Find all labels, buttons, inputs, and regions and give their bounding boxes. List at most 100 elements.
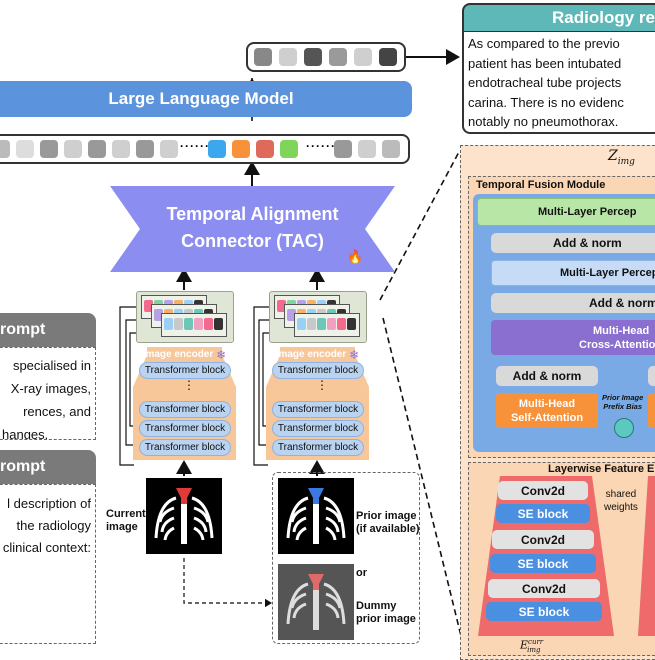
report-line: endotracheal tube projects <box>468 75 622 91</box>
tac-line-2: Connector (TAC) <box>181 231 324 251</box>
feature-token <box>277 300 286 312</box>
input-token <box>382 140 400 158</box>
right-feature-stack <box>269 291 367 343</box>
input-token-row: ······ ······ <box>0 134 410 164</box>
input-token <box>112 140 130 158</box>
add-norm-4-cut <box>648 366 655 386</box>
prior-image-group <box>272 472 420 644</box>
self-attention-block-2-cut <box>648 393 655 428</box>
conv-block-3: Conv2d <box>488 579 600 598</box>
conv-block-2: Conv2d <box>492 530 594 549</box>
input-token <box>160 140 178 158</box>
feature-token <box>194 318 203 330</box>
lfe-title: Layerwise Feature E <box>548 463 655 475</box>
current-xray-image <box>146 478 222 554</box>
output-token-row <box>246 42 406 72</box>
self-attention-block: Multi-Head Self-Attention <box>496 393 598 428</box>
system-prompt-line: X-ray images, <box>10 381 91 396</box>
snowflake-icon: ❄ <box>216 347 227 362</box>
system-prompt-header: rompt <box>0 313 96 347</box>
user-prompt-header: rompt <box>0 450 96 484</box>
or-label: or <box>356 567 367 579</box>
user-prompt-line: l description of <box>7 496 91 511</box>
right-transformer-block-1: Transformer block <box>272 362 364 379</box>
dummy-xray-image <box>278 564 354 640</box>
feature-token <box>204 318 213 330</box>
user-prompt-line: the radiology <box>16 518 91 533</box>
add-norm-1: Add & norm <box>491 233 655 253</box>
left-encoder-title-wrap: Image encoder ❄ <box>133 347 236 362</box>
report-line: As compared to the previo <box>468 36 620 51</box>
report-body: As compared to the previo patient has be… <box>462 32 655 134</box>
right-encoder-title-wrap: Image encoder ❄ <box>266 347 369 362</box>
tac-line-1: Temporal Alignment <box>166 204 339 224</box>
add-norm-3: Add & norm <box>496 366 598 386</box>
user-prompt-title: rompt <box>0 458 46 475</box>
e-img-label: Ecurrimg <box>520 638 544 654</box>
feature-token <box>317 318 326 330</box>
dummy-image-label: Dummy prior image <box>356 600 416 625</box>
feature-token <box>327 318 336 330</box>
feature-token <box>164 318 173 330</box>
feature-token <box>287 309 296 321</box>
system-prompt-line: hanges. <box>2 427 49 440</box>
report-line: carina. There is no evidenc <box>468 94 624 110</box>
add-norm-2: Add & norm <box>491 293 655 313</box>
feature-token <box>184 318 193 330</box>
se-block-1: SE block <box>496 504 590 523</box>
output-token <box>379 48 397 66</box>
report-line: notably no pneumothorax. <box>468 114 619 130</box>
llm-title: Large Language Model <box>108 89 294 108</box>
report-line: patient has been intubated <box>468 55 622 71</box>
prior-image-label: Prior image (if available) <box>356 510 420 535</box>
visual-token <box>280 140 298 158</box>
feature-token <box>154 309 163 321</box>
visual-token <box>256 140 274 158</box>
output-token <box>254 48 272 66</box>
prior-xray-image <box>278 478 354 554</box>
left-transformer-block-2: Transformer block <box>139 401 231 418</box>
user-prompt-body: l description of the radiology clinical … <box>0 484 96 644</box>
current-image-label: Current image <box>106 508 146 533</box>
right-encoder-title: Image encoder <box>275 349 347 360</box>
feature-token <box>214 318 223 330</box>
left-feature-stack <box>136 291 234 343</box>
system-prompt-body: specialised in X-ray images, rences, and… <box>0 347 96 440</box>
input-token <box>40 140 58 158</box>
system-prompt-line: rences, and <box>23 404 91 419</box>
feature-token <box>307 318 316 330</box>
right-ellipsis: ⋮ <box>316 378 328 392</box>
dashed-current-to-dummy <box>183 558 272 608</box>
left-encoder-title: Image encoder <box>142 349 214 360</box>
input-token <box>16 140 34 158</box>
user-prompt-line: clinical context: <box>2 540 91 555</box>
prior-bias-node <box>614 418 634 438</box>
se-block-3: SE block <box>486 602 602 621</box>
system-prompt-line: specialised in <box>12 358 91 373</box>
tac-block <box>110 186 395 272</box>
feature-map-layer <box>161 313 227 337</box>
prior-bias-label: Prior Image Prefix Bias <box>602 393 644 411</box>
right-transformer-block-4: Transformer block <box>272 439 364 456</box>
tac-label: Temporal Alignment Connector (TAC) <box>130 196 375 260</box>
shared-weights-label: shared weights <box>604 489 638 513</box>
feature-token <box>144 300 153 312</box>
conv-block-1: Conv2d <box>498 481 588 500</box>
token-ellipsis: ······ <box>306 139 336 153</box>
se-block-2: SE block <box>490 554 596 573</box>
feature-map-layer <box>294 313 360 337</box>
mlp-block-1: Multi-Layer Percep <box>477 198 655 226</box>
input-token <box>0 140 10 158</box>
right-transformer-block-3: Transformer block <box>272 420 364 437</box>
report-header: Radiology re <box>462 3 655 33</box>
output-token <box>279 48 297 66</box>
z-img-label: Zimg <box>608 148 635 167</box>
output-token <box>354 48 372 66</box>
output-token <box>329 48 347 66</box>
feature-token <box>174 318 183 330</box>
left-ellipsis: ⋮ <box>183 378 195 392</box>
input-token <box>334 140 352 158</box>
system-prompt-title: rompt <box>0 321 46 338</box>
output-token <box>304 48 322 66</box>
token-ellipsis: ······ <box>180 139 210 153</box>
